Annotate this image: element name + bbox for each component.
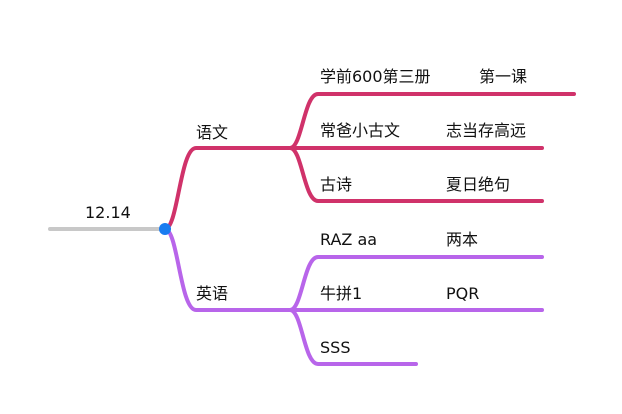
child-note[interactable]: PQR <box>446 284 479 303</box>
child-label[interactable]: 常爸小古文 <box>320 121 400 140</box>
root-node-dot[interactable] <box>159 223 171 235</box>
child-note[interactable]: 第一课 <box>479 67 527 86</box>
child-note[interactable]: 夏日绝句 <box>446 175 510 194</box>
child-note[interactable]: 志当存高远 <box>446 121 526 140</box>
child-label[interactable]: SSS <box>320 338 350 357</box>
child-connector <box>288 308 418 366</box>
branch-yingyu: 英语 RAZ aa 两本 牛拼1 PQR SSS <box>163 227 544 366</box>
branch-label[interactable]: 英语 <box>196 284 228 303</box>
child-note[interactable]: 两本 <box>446 230 478 249</box>
child-label[interactable]: RAZ aa <box>320 230 377 249</box>
root-label[interactable]: 12.14 <box>85 203 131 222</box>
child-label[interactable]: 牛拼1 <box>320 284 362 303</box>
branch-connector <box>163 146 292 231</box>
child-connector <box>288 146 544 203</box>
branch-yuwen: 语文 学前600第三册 第一课 常爸小古文 志当存高远 古诗 夏日绝句 <box>163 67 576 231</box>
child-label[interactable]: 古诗 <box>320 175 352 194</box>
branch-label[interactable]: 语文 <box>196 123 228 142</box>
child-label[interactable]: 学前600第三册 <box>320 67 431 86</box>
